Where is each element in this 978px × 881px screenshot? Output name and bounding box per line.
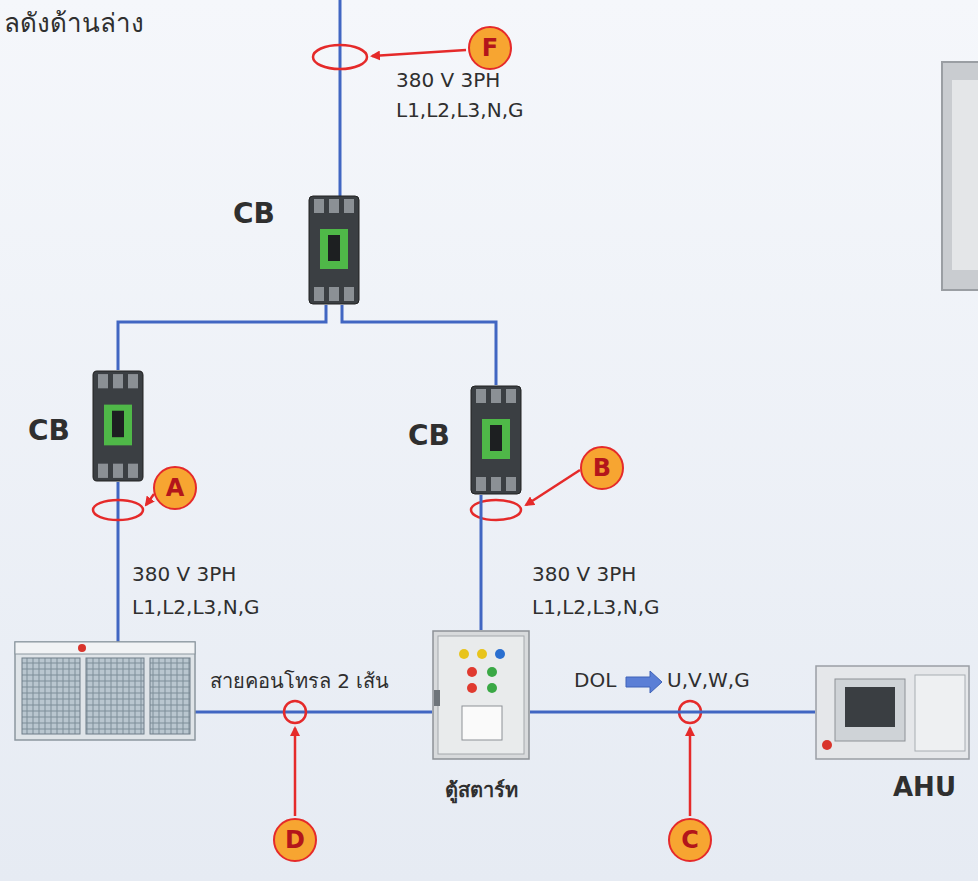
wire-label: 380 V 3PH xyxy=(532,562,636,586)
callout-letter: A xyxy=(153,466,197,510)
node-label: CB xyxy=(408,419,450,452)
wire-label: สายคอนโทรล 2 เส้น xyxy=(210,665,389,697)
wire-label: L1,L2,L3,N,G xyxy=(396,98,524,122)
cable-connector xyxy=(118,305,326,370)
wire-label: L1,L2,L3,N,G xyxy=(132,595,260,619)
leader-arrow xyxy=(689,728,692,816)
leader-arrow xyxy=(526,470,580,505)
measure-ring xyxy=(471,500,521,520)
cable-connector xyxy=(480,495,483,630)
starter-cabinet: ตู้สตาร์ท xyxy=(432,630,530,760)
breaker: CB xyxy=(92,370,144,482)
node-label: CB xyxy=(28,414,70,447)
cable-connector xyxy=(530,711,815,714)
wire-label: U,V,W,G xyxy=(667,668,750,692)
ahu-unit xyxy=(815,665,970,760)
wire-label: 380 V 3PH xyxy=(132,562,236,586)
breaker: CB xyxy=(470,385,522,495)
node-label: ตู้สตาร์ท xyxy=(445,774,518,806)
callout-letter: C xyxy=(668,818,712,862)
power-wire xyxy=(117,482,120,642)
starter-cabinet xyxy=(432,630,530,760)
condensing-unit xyxy=(15,642,195,740)
measure-ring xyxy=(313,45,367,69)
breaker-symbol xyxy=(92,370,144,482)
cabinet-partial xyxy=(942,62,978,290)
leader-arrow xyxy=(146,494,154,505)
breaker: CB xyxy=(308,195,360,305)
wire-label: ลดังด้านล่าง xyxy=(4,2,144,43)
callout-letter: F xyxy=(468,26,512,70)
wire-label: DOL xyxy=(574,668,616,692)
cabinet-partial xyxy=(952,80,978,270)
supply-wire xyxy=(339,0,342,196)
cable-connector xyxy=(342,305,496,385)
callout-letter: B xyxy=(580,446,624,490)
node-label: CB xyxy=(233,197,275,230)
direction-arrow xyxy=(626,671,662,693)
breaker-symbol xyxy=(470,385,522,495)
ahu-unit: AHU xyxy=(815,665,970,760)
measure-ring xyxy=(284,701,306,723)
breaker-symbol xyxy=(308,195,360,305)
wire-label: L1,L2,L3,N,G xyxy=(532,595,660,619)
leader-arrow xyxy=(294,728,297,816)
measure-ring xyxy=(93,500,143,520)
wire-label: 380 V 3PH xyxy=(396,68,500,92)
callout-letter: D xyxy=(273,818,317,862)
leader-arrow xyxy=(372,50,466,56)
control-wire xyxy=(195,711,432,714)
node-label: AHU xyxy=(893,772,956,802)
